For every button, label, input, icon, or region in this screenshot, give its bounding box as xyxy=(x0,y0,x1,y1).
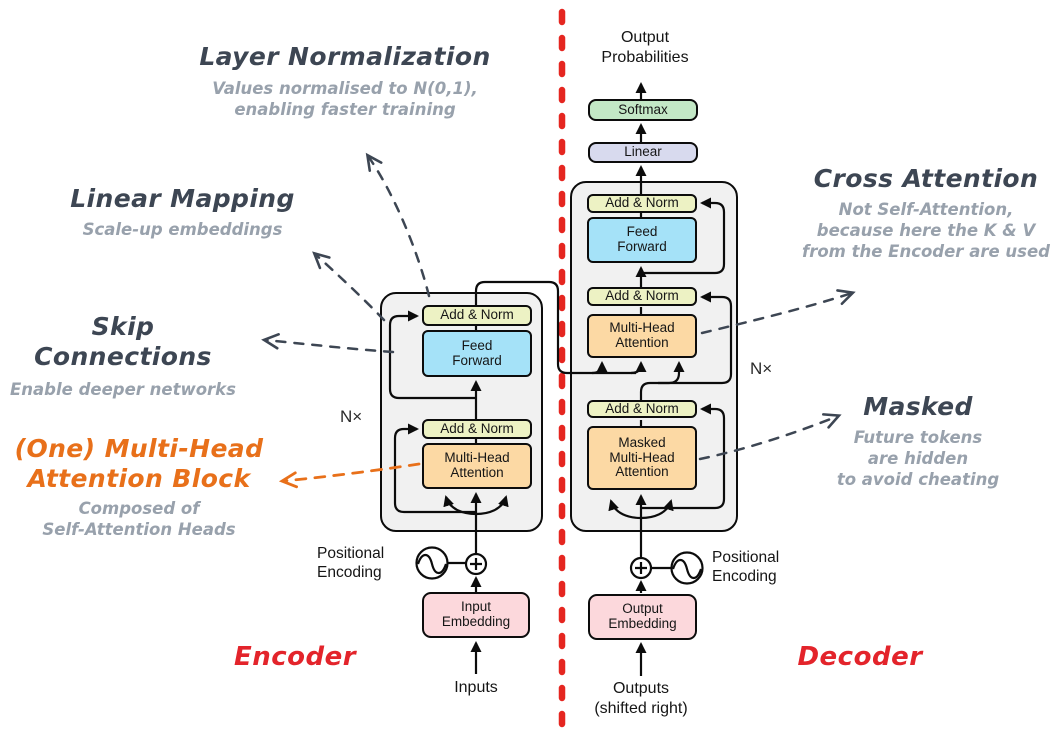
positional-encoding-left-label: Positional Encoding xyxy=(317,545,385,581)
box-label: Multi-Head xyxy=(609,449,675,465)
box-label: Add & Norm xyxy=(440,420,514,436)
softmax-box: Softmax xyxy=(588,99,698,121)
box-label: Multi-Head xyxy=(609,320,675,336)
output-embedding-box: Output Embedding xyxy=(588,594,697,640)
positional-encoding-sine-icon xyxy=(415,546,449,580)
annotation-subtitle: Not Self-Attention, because here the K &… xyxy=(802,199,1050,262)
encoder-multi-head-attention-box: Multi-Head Attention xyxy=(422,443,532,489)
decoder-n-times-label: N× xyxy=(750,359,773,378)
cross-attention-annotation: Cross Attention Not Self-Attention, beca… xyxy=(788,164,1064,263)
add-plus-icon xyxy=(629,556,653,580)
masked-multi-head-attention-box: Masked Multi-Head Attention xyxy=(587,426,697,490)
box-label: Attention xyxy=(615,464,669,480)
box-label: Add & Norm xyxy=(605,400,679,416)
box-label: Input xyxy=(460,599,492,615)
annotation-title: Masked xyxy=(863,392,973,421)
output-probabilities-label: Output Probabilities xyxy=(601,29,689,66)
annotation-title: Cross Attention xyxy=(813,164,1039,193)
box-label: Forward xyxy=(452,352,502,368)
encoder-wires xyxy=(388,280,647,674)
decoder-label: Decoder xyxy=(797,642,923,672)
layer-normalization-annotation: Layer Normalization Values normalised to… xyxy=(178,42,512,120)
positional-encoding-right-label: Positional Encoding xyxy=(712,549,780,585)
cross-attention-arrow xyxy=(700,289,856,335)
annotation-subtitle: Composed of Self-Attention Heads xyxy=(42,499,236,540)
box-label: Softmax xyxy=(618,101,668,117)
box-label: Masked xyxy=(618,434,666,450)
encoder-n-times-label: N× xyxy=(340,407,363,426)
box-label: Add & Norm xyxy=(605,195,679,211)
encoder-feed-forward-box: Feed Forward xyxy=(422,330,532,377)
outputs-label: Outputs (shifted right) xyxy=(594,680,688,717)
box-label: Linear xyxy=(624,144,662,160)
decoder-add-norm-bottom-box: Add & Norm xyxy=(587,400,697,418)
box-label: Embedding xyxy=(608,616,677,631)
linear-box: Linear xyxy=(588,142,698,163)
box-label: Add & Norm xyxy=(605,288,679,304)
box-label: Feed xyxy=(626,224,658,240)
input-embedding-box: Input Embedding xyxy=(422,592,530,638)
skip-connections-arrow xyxy=(261,332,395,354)
multi-head-attention-block-annotation: (One) Multi-Head Attention Block Compose… xyxy=(8,434,270,541)
skip-connections-annotation: Skip Connections Enable deeper networks xyxy=(0,312,246,400)
encoder-label: Encoder xyxy=(233,642,357,672)
masked-arrow xyxy=(698,413,842,461)
annotation-subtitle: Future tokens are hidden to avoid cheati… xyxy=(836,427,1000,490)
inputs-label: Inputs xyxy=(454,679,498,696)
box-label: Attention xyxy=(450,465,504,480)
box-label: Output xyxy=(622,601,663,617)
decoder-add-norm-mid-box: Add & Norm xyxy=(587,287,697,306)
annotation-subtitle: Scale-up embeddings xyxy=(82,219,283,239)
annotation-title: Skip Connections xyxy=(34,312,212,371)
box-label: Multi-Head xyxy=(444,450,510,466)
annotation-subtitle: Enable deeper networks xyxy=(10,380,236,399)
layer-normalization-arrow xyxy=(365,152,431,298)
linear-mapping-arrow xyxy=(312,251,386,322)
box-label: Feed xyxy=(461,337,493,353)
annotation-title: (One) Multi-Head Attention Block xyxy=(14,434,264,493)
annotation-title: Linear Mapping xyxy=(70,184,295,213)
box-label: Attention xyxy=(615,335,669,350)
box-label: Add & Norm xyxy=(440,307,514,323)
annotation-arrows xyxy=(261,152,856,461)
decoder-feed-forward-box: Feed Forward xyxy=(587,217,697,263)
decoder-add-norm-top-box: Add & Norm xyxy=(587,194,697,213)
encoder-add-norm-top-box: Add & Norm xyxy=(422,305,532,326)
masked-annotation: Masked Future tokens are hidden to avoid… xyxy=(800,392,1036,491)
annotation-subtitle: Values normalised to N(0,1), enabling fa… xyxy=(212,78,478,119)
box-label: Forward xyxy=(617,239,667,254)
decoder-wires xyxy=(608,82,733,676)
annotation-title: Layer Normalization xyxy=(199,42,491,71)
decoder-multi-head-attention-box: Multi-Head Attention xyxy=(587,314,697,358)
add-plus-icon xyxy=(464,552,488,576)
multi-head-attention-block-arrow xyxy=(278,462,421,489)
linear-mapping-annotation: Linear Mapping Scale-up embeddings xyxy=(55,184,310,240)
positional-encoding-sine-icon xyxy=(670,551,704,585)
encoder-add-norm-bottom-box: Add & Norm xyxy=(422,419,532,439)
box-label: Embedding xyxy=(441,614,511,629)
